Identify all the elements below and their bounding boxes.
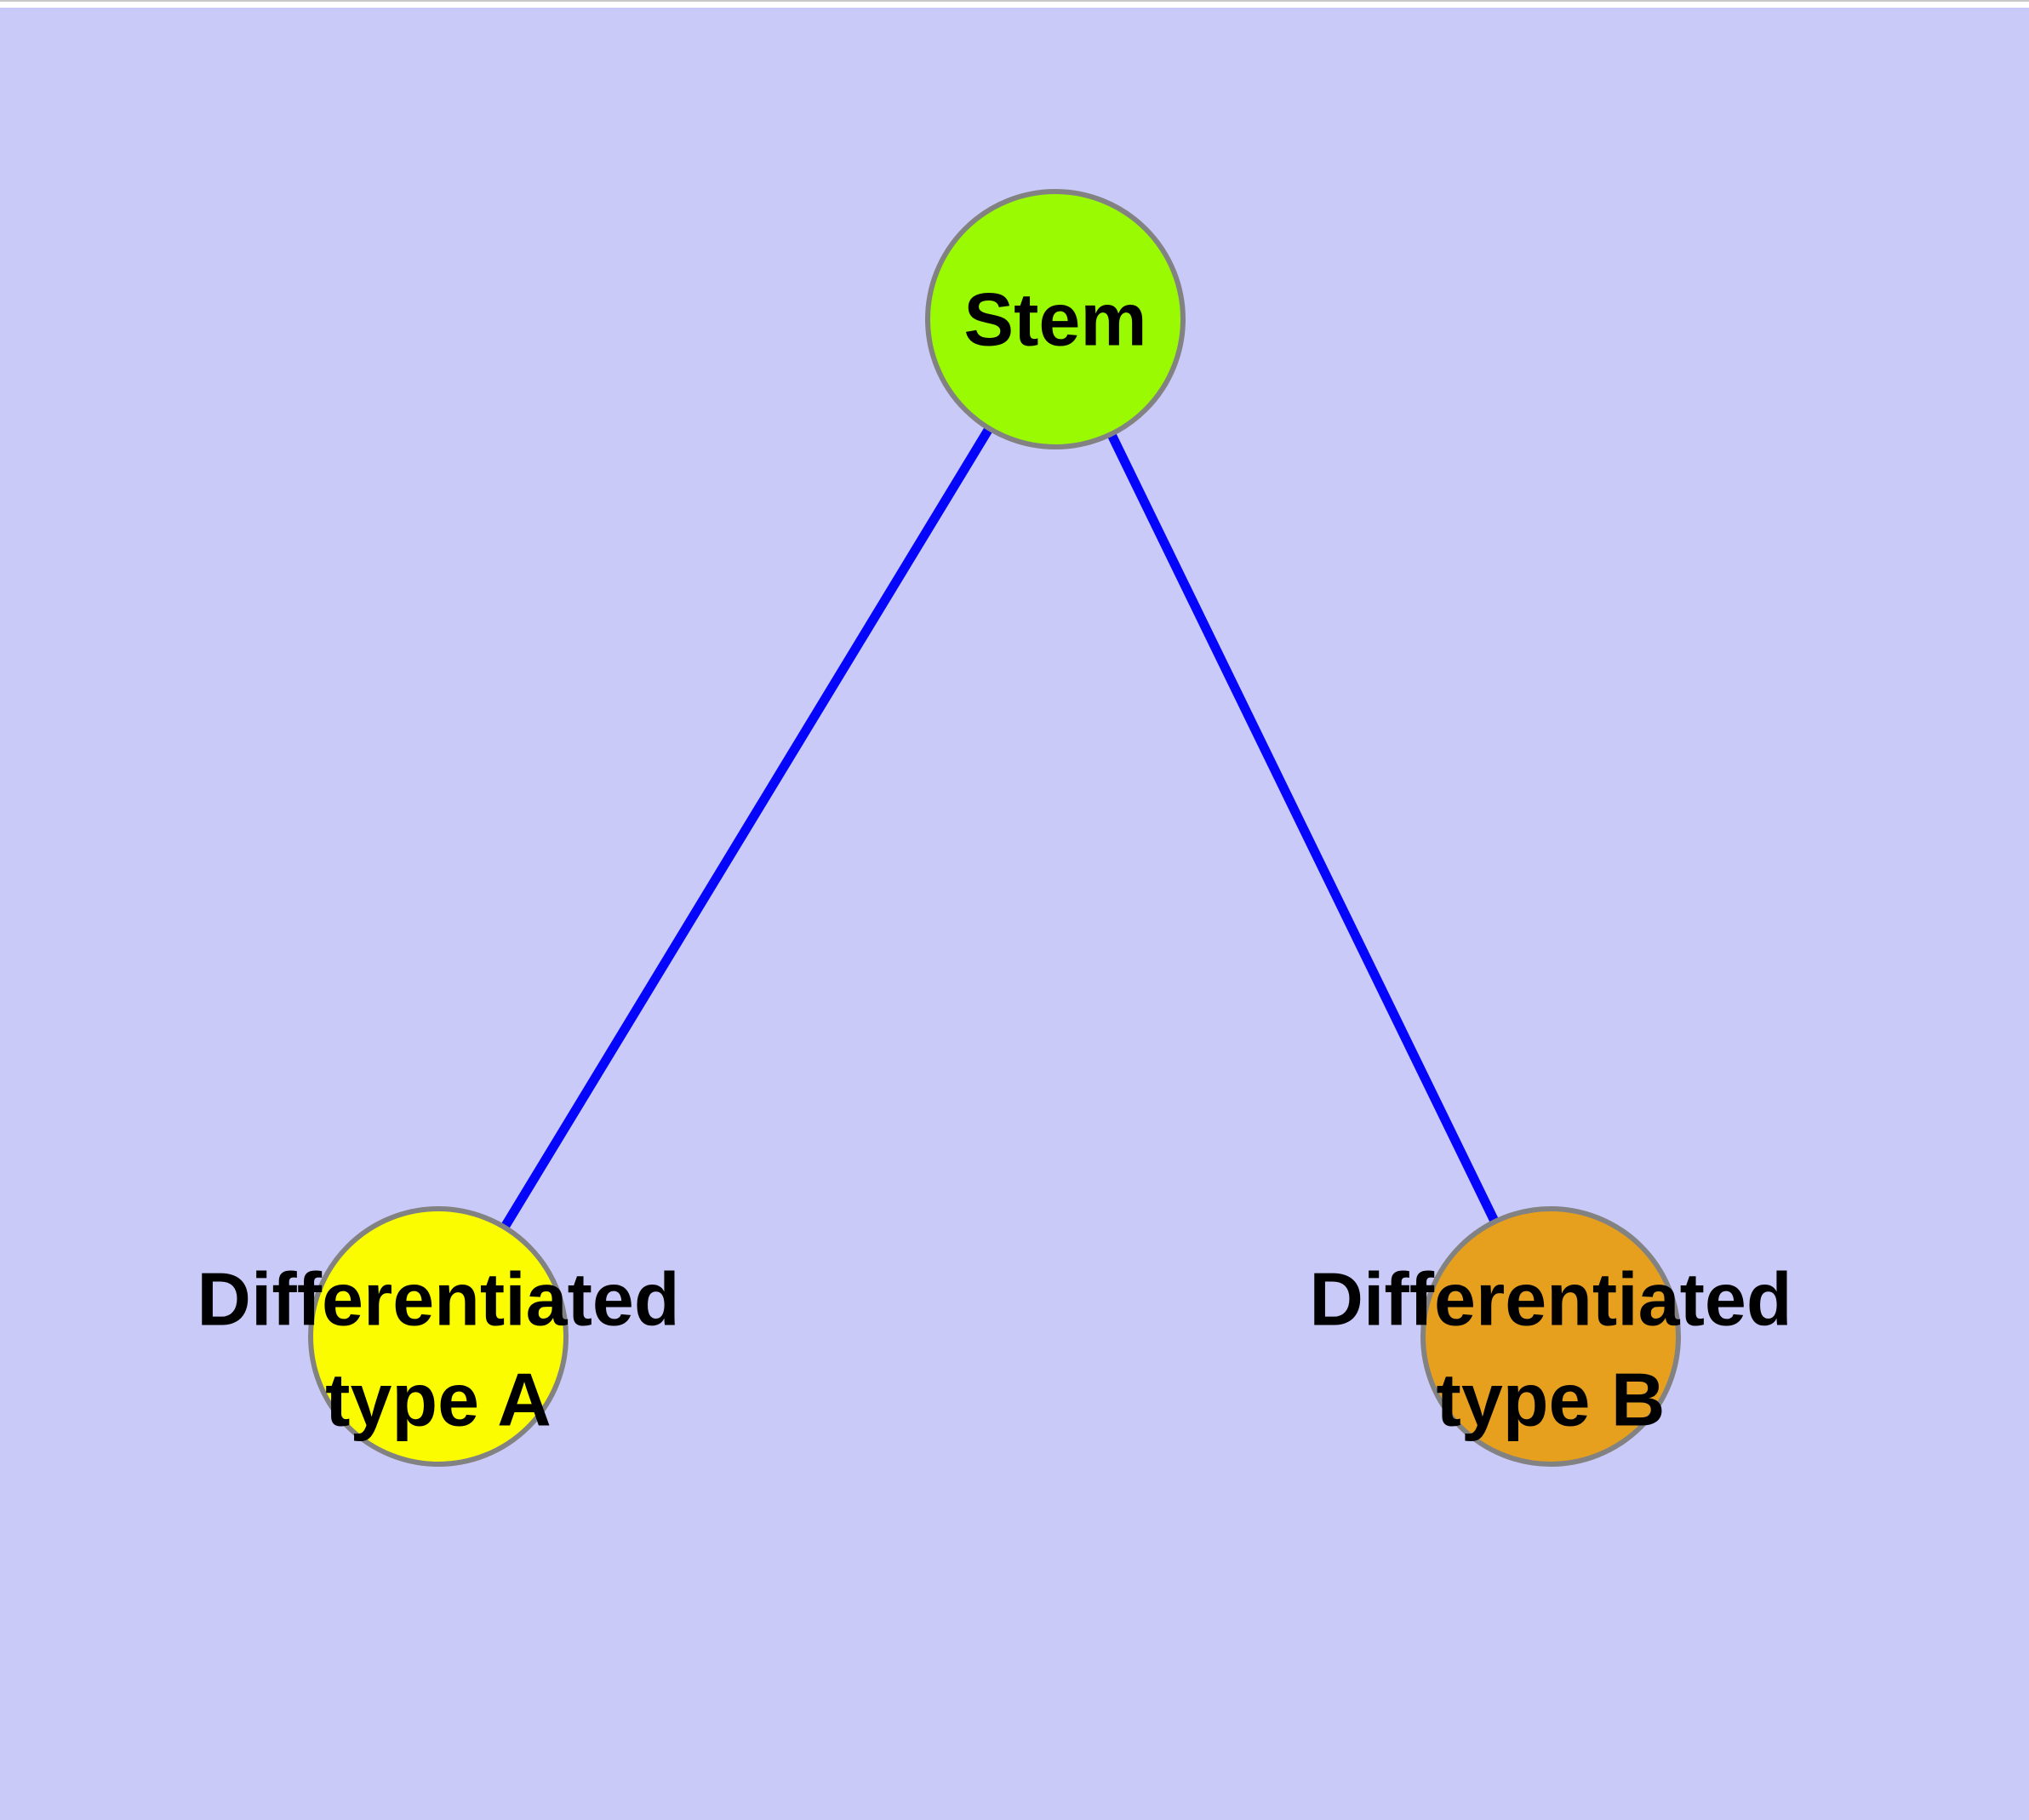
node-differentiated-type-b-circle: [1420, 1206, 1681, 1467]
edge-stem-to-type-b: [1051, 317, 1555, 1339]
edge-stem-to-type-a: [434, 317, 1060, 1339]
node-differentiated-type-a-label-line2: type A: [325, 1358, 552, 1442]
node-differentiated-type-a-label-line1: Differentiated: [197, 1257, 679, 1342]
node-differentiated-type-b-label-line2: type B: [1437, 1358, 1666, 1442]
node-differentiated-type-a: Differentiated type A: [197, 1206, 680, 1467]
node-stem-label: Stem: [963, 278, 1146, 362]
node-differentiated-type-b-label-line1: Differentiated: [1309, 1257, 1792, 1342]
node-differentiated-type-b: Differentiated type B: [1309, 1206, 1792, 1467]
node-stem: Stem: [925, 189, 1186, 449]
top-strip: [0, 0, 2029, 8]
node-stem-circle: [925, 189, 1186, 449]
node-differentiated-type-a-circle: [308, 1206, 569, 1467]
